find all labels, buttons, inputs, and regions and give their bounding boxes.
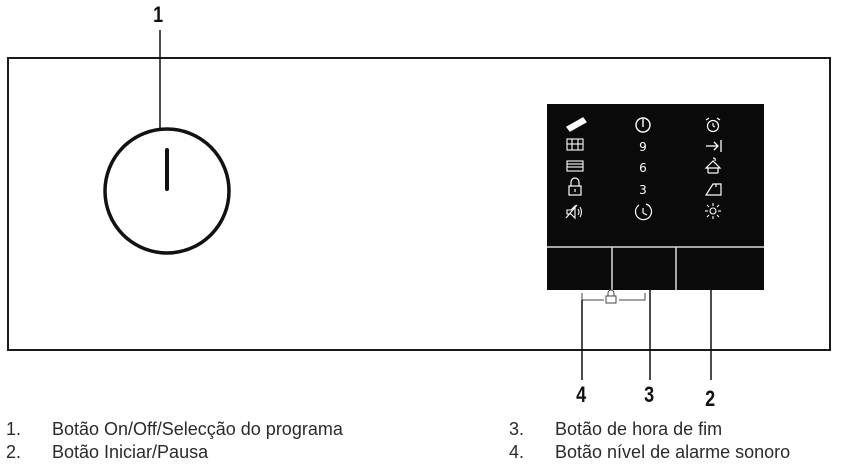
callout-number-2: 2 — [705, 386, 716, 411]
legend-text: Botão de hora de fim — [555, 419, 723, 439]
display-number-9: 9 — [639, 140, 647, 154]
child-lock-combo-indicator — [581, 289, 646, 304]
legend-index: 1. — [6, 419, 22, 439]
sound-level-button[interactable] — [548, 248, 611, 289]
child-lock-icon — [568, 177, 582, 196]
timer-icon — [634, 203, 653, 221]
control-display — [547, 104, 764, 290]
legend-index: 4. — [509, 442, 525, 462]
legend-item-2: 2. Botão Iniciar/Pausa — [6, 442, 208, 463]
legend-index: 3. — [509, 419, 525, 439]
legend-item-1: 1. Botão On/Off/Selecção do programa — [6, 419, 343, 440]
legend-item-4: 4. Botão nível de alarme sonoro — [509, 442, 790, 463]
panel-frame — [7, 57, 831, 351]
start-pause-button[interactable] — [677, 248, 763, 289]
iron-icon — [704, 183, 722, 196]
legend-text: Botão On/Off/Selecção do programa — [52, 419, 343, 439]
appliance-panel-diagram: 9 6 3 — [7, 30, 831, 380]
callout-number-1: 1 — [153, 2, 164, 27]
callout-number-4: 4 — [576, 382, 587, 407]
sound-off-icon — [565, 204, 583, 220]
brightness-icon — [705, 203, 721, 219]
legend-item-3: 3. Botão de hora de fim — [509, 419, 722, 440]
callout-number-3: 3 — [644, 382, 655, 407]
hanger-icon — [704, 157, 722, 174]
end-arrow-icon — [706, 140, 722, 152]
cotton-icon — [566, 160, 584, 172]
legend-text: Botão Iniciar/Pausa — [52, 442, 209, 462]
legend-text: Botão nível de alarme sonoro — [555, 442, 791, 462]
program-selector-knob[interactable] — [103, 127, 231, 255]
alarm-clock-icon — [705, 117, 721, 133]
end-time-button[interactable] — [613, 248, 675, 289]
power-icon — [635, 117, 651, 133]
legend-index: 2. — [6, 442, 22, 462]
towel-icon — [566, 117, 587, 132]
display-number-6: 6 — [639, 161, 647, 175]
display-number-3: 3 — [639, 183, 647, 197]
wool-icon — [566, 138, 584, 151]
